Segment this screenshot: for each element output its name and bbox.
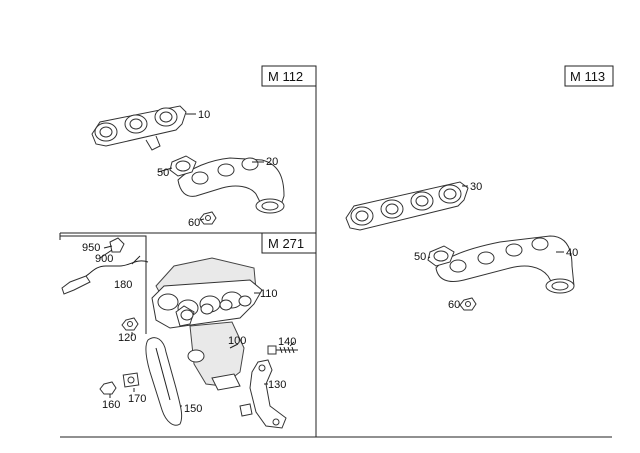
clip-part-900: [99, 237, 125, 259]
callout-40: 40: [566, 247, 578, 259]
model-label-m112: M 112: [261, 65, 317, 87]
model-label-m271: M 271: [261, 232, 317, 254]
exhaust-manifold-part-110: [151, 257, 263, 329]
callout-120: 120: [118, 332, 136, 344]
heat-shield-part-150: [145, 337, 183, 426]
washer-part-170: [122, 372, 140, 392]
callout-170: 170: [128, 393, 146, 405]
callout-10: 10: [198, 109, 210, 121]
callout-140: 140: [278, 336, 296, 348]
gasket-part-50-m113: [427, 245, 455, 267]
gasket-part-50: [157, 155, 197, 177]
svg-text:M 112: M 112: [268, 69, 303, 84]
callout-900: 900: [95, 253, 113, 265]
svg-text:M 271: M 271: [268, 236, 304, 251]
bracket-part-130: [239, 359, 287, 429]
callout-20: 20: [266, 156, 278, 168]
svg-text:M 113: M 113: [570, 69, 605, 84]
catalytic-converter-part-100: [187, 321, 245, 391]
bolt-part-160: [99, 381, 117, 398]
callout-100: 100: [228, 335, 246, 347]
callout-60-m112: 60: [188, 217, 200, 229]
oxygen-sensor-part-180: [61, 255, 149, 295]
exhaust-manifold-part-10: [91, 105, 196, 151]
callout-950: 950: [82, 242, 100, 254]
exhaust-manifold-part-20: [177, 157, 285, 214]
callout-50-m113: 50: [414, 251, 426, 263]
exhaust-manifold-part-40: [435, 235, 575, 294]
callout-150: 150: [184, 403, 202, 415]
callout-110: 110: [260, 288, 278, 300]
sensor-bracket-outline: [60, 235, 147, 334]
nut-part-60: [199, 211, 217, 225]
exhaust-manifold-part-30: [345, 181, 469, 231]
callout-30: 30: [470, 181, 482, 193]
callout-60-m113: 60: [448, 299, 460, 311]
callout-50-m112: 50: [157, 167, 169, 179]
model-label-m113: M 113: [564, 65, 614, 87]
callout-160: 160: [102, 399, 120, 411]
nut-part-60-m113: [459, 297, 477, 311]
nut-part-120: [121, 317, 139, 336]
callout-130: 130: [268, 379, 286, 391]
bolt-part-140: [267, 341, 298, 355]
callout-180: 180: [114, 279, 132, 291]
